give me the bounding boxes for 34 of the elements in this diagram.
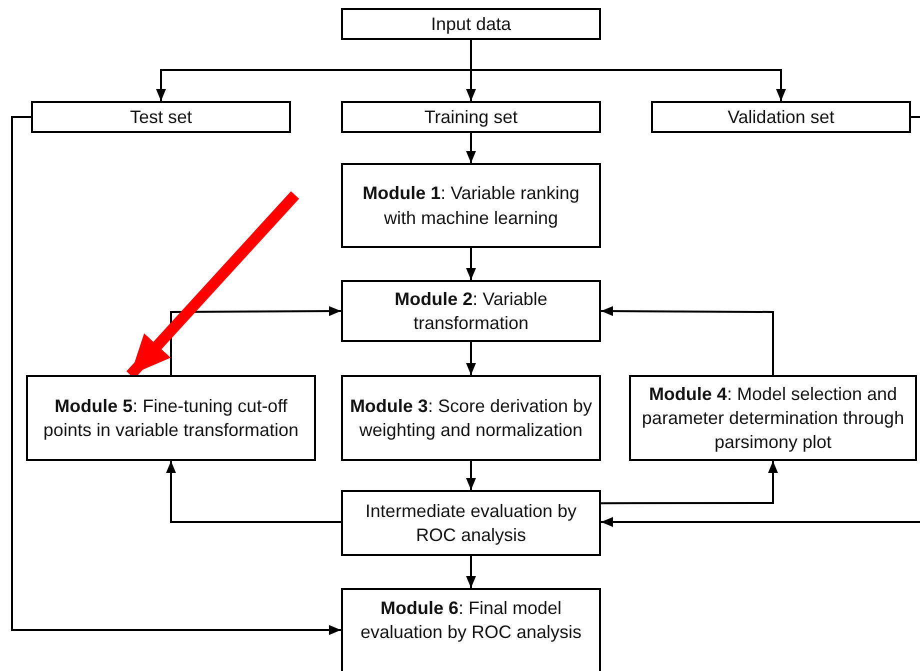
box-label: Input data: [430, 12, 512, 36]
process-box: [629, 375, 917, 461]
process-box: [31, 101, 291, 133]
process-box: [341, 375, 601, 461]
arrow: [466, 342, 476, 375]
process-box: [341, 101, 601, 133]
arrow: [466, 248, 476, 280]
arrow: [170, 306, 341, 375]
arrow: [466, 461, 476, 490]
process-box: [651, 101, 911, 133]
process-box: [341, 490, 601, 556]
arrow: [601, 306, 774, 375]
box-label: Module 5: Fine-tuning cut-off points in variable transformation: [42, 394, 300, 442]
box-label: Validation set: [728, 106, 834, 129]
box-label: Test set: [130, 106, 192, 129]
arrow: [166, 461, 341, 523]
box-label: Module 3: Score derivation by weighting and normalization: [349, 394, 593, 442]
arrow: [11, 116, 341, 636]
box-label: Module 1: Variable ranking with machine learning: [362, 182, 580, 230]
box-label: Intermediate evaluation by ROC analysis: [364, 500, 578, 547]
box-label: Module 4: Model selection and parameter determination through parsimony plot: [640, 382, 906, 454]
arrow: [601, 461, 778, 504]
arrow: [466, 556, 476, 588]
arrow: [466, 133, 476, 163]
arrow: [601, 116, 920, 527]
box-label: Training set: [424, 106, 518, 129]
process-box: [341, 588, 601, 671]
process-box: [341, 280, 601, 342]
process-box: [341, 163, 601, 248]
process-box: [341, 8, 601, 40]
arrow: [470, 40, 786, 101]
box-label: Module 2: Variable transformation: [394, 288, 548, 335]
box-label: Module 6: Final model evaluation by ROC analysis: [359, 597, 583, 644]
process-box: [26, 375, 316, 461]
